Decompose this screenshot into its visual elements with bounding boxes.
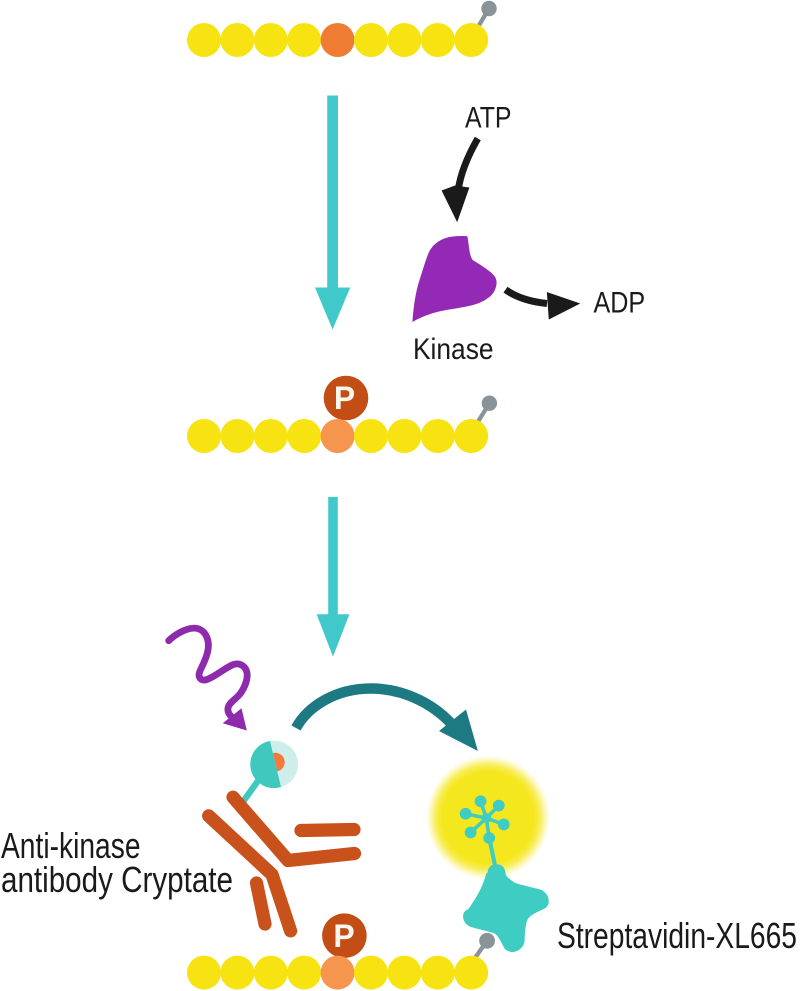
- svg-text:P: P: [333, 918, 354, 954]
- svg-text:antibody Cryptate: antibody Cryptate: [1, 859, 233, 900]
- svg-text:Streptavidin-XL665: Streptavidin-XL665: [557, 915, 797, 956]
- svg-text:ADP: ADP: [594, 287, 646, 320]
- svg-text:ATP: ATP: [465, 102, 512, 135]
- svg-text:Kinase: Kinase: [413, 333, 494, 366]
- svg-text:Anti-kinase: Anti-kinase: [1, 825, 141, 866]
- svg-text:P: P: [334, 380, 355, 416]
